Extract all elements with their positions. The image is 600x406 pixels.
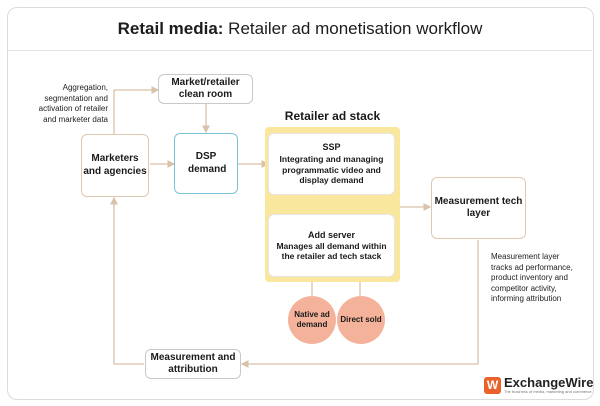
measurement-attribution-box: Measurement and attribution <box>145 349 241 379</box>
ad-server-title: Add server <box>307 229 356 240</box>
measurement-tech-box: Measurement tech layer <box>431 177 526 239</box>
brand-tagline: The business of media, marketing and com… <box>504 389 592 394</box>
ad-server-box: Add server Manages all demand within the… <box>268 214 395 277</box>
direct-label: Direct sold <box>340 315 382 324</box>
page-title: Retail media: Retailer ad monetisation w… <box>0 19 600 39</box>
arrow-marketers-to-cleanroom <box>113 86 160 134</box>
native-label: Native ad demand <box>294 310 330 329</box>
ssp-box: SSP Integrating and managing programmati… <box>268 133 395 195</box>
left-note: Aggregation, segmentation and activation… <box>38 83 108 124</box>
native-ad-demand-circle: Native ad demand <box>288 296 336 344</box>
ad-server-description: Manages all demand within the retailer a… <box>276 240 387 262</box>
brand-name: ExchangeWire <box>504 375 594 390</box>
dsp-label: DSP demand <box>188 151 227 175</box>
arrow-measurement-to-attribution <box>240 240 479 368</box>
ssp-title: SSP <box>322 142 341 153</box>
arrow-attribution-to-marketers <box>110 196 144 365</box>
marketers-label: Marketers and agencies <box>83 153 147 177</box>
measurement-tech-label: Measurement tech layer <box>434 195 523 220</box>
brand-logo-icon: W <box>484 376 501 394</box>
retailer-ad-stack-title: Retailer ad stack <box>284 109 381 123</box>
right-note: Measurement layer tracks ad performance,… <box>491 252 573 303</box>
dsp-demand-box: DSP demand <box>174 133 238 194</box>
direct-sold-circle: Direct sold <box>337 296 385 344</box>
ssp-description: Integrating and managing programmatic vi… <box>279 154 384 186</box>
marketers-agencies-box: Marketers and agencies <box>81 134 149 197</box>
title-divider <box>8 50 592 51</box>
clean-room-box: Market/retailer clean room <box>158 74 253 104</box>
clean-room-label: Market/retailer clean room <box>171 76 240 101</box>
title-rest: Retailer ad monetisation workflow <box>223 19 483 38</box>
exchangewire-logo: W ExchangeWire The business of media, ma… <box>484 376 593 394</box>
title-bold: Retail media: <box>117 19 224 38</box>
measurement-attribution-label: Measurement and attribution <box>150 351 236 376</box>
